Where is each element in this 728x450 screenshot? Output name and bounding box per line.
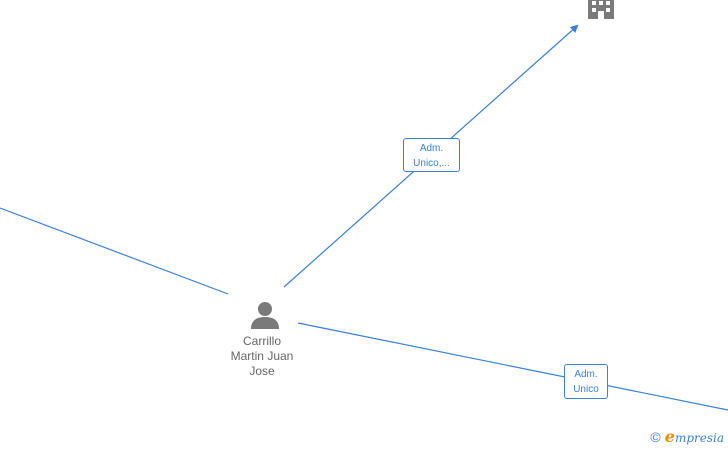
edge-line-right xyxy=(297,322,728,411)
brand-logo-initial: e xyxy=(664,427,675,446)
edge-label-role[interactable]: Adm. Unico xyxy=(564,364,608,399)
person-name-line: Jose xyxy=(249,364,275,378)
edge-label-line: Adm. xyxy=(419,143,444,154)
edge-line-left xyxy=(0,207,229,295)
edge-label-line: Unico xyxy=(573,384,599,395)
person-name-line: Carrillo xyxy=(242,334,281,348)
edge-label-line: Adm. xyxy=(574,369,598,380)
company-node[interactable] xyxy=(586,0,616,25)
person-icon xyxy=(251,302,279,329)
brand-footer: © empresia xyxy=(650,427,724,446)
edge-label-line: Unico,... xyxy=(413,158,450,169)
brand-logo[interactable]: empresia xyxy=(665,427,724,446)
edge-label-role[interactable]: Adm. Unico,... xyxy=(403,138,460,172)
building-icon xyxy=(588,0,614,19)
person-node[interactable] xyxy=(250,300,280,335)
person-name[interactable]: Carrillo Martin Juan Jose xyxy=(210,334,314,379)
person-name-line: Martin Juan xyxy=(230,349,294,363)
brand-logo-text: mpresia xyxy=(674,431,724,445)
copyright-symbol: © xyxy=(650,428,661,445)
